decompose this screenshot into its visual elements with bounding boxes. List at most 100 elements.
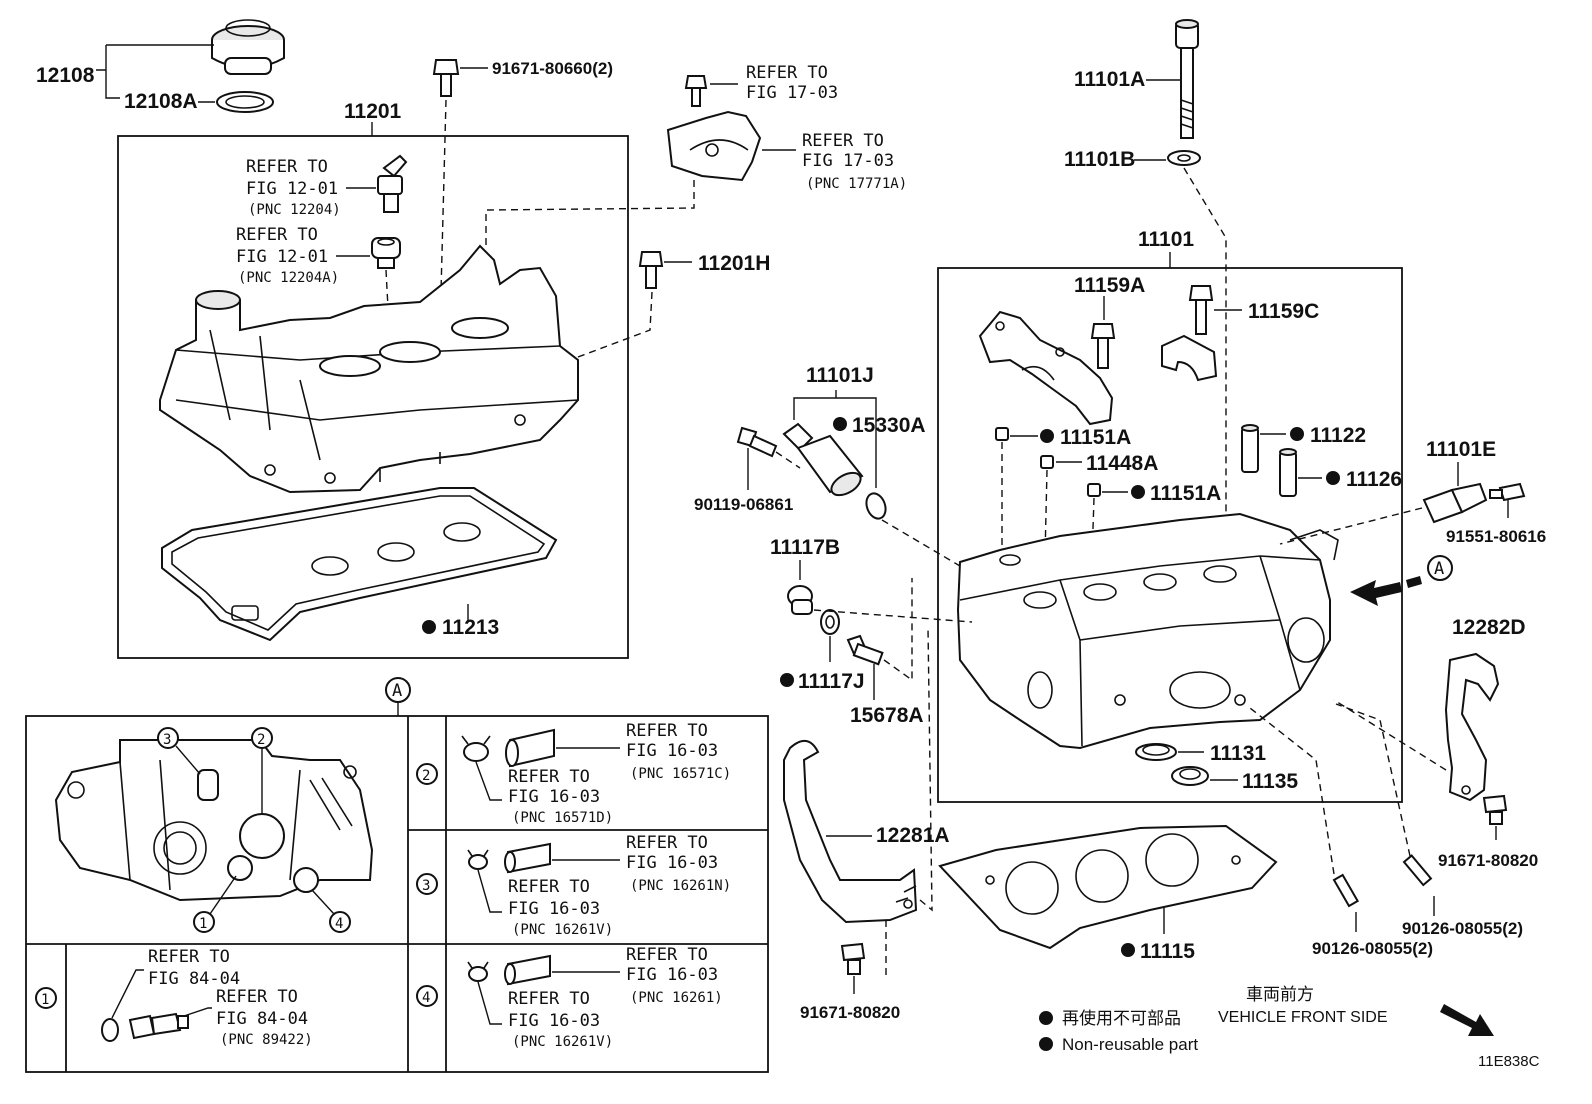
row2-fig2: FIG 16-03 (508, 787, 600, 807)
label-91671-80820-bottom: 91671-80820 (800, 1003, 900, 1022)
plug-11117B (787, 585, 813, 615)
washer-11101B (1167, 150, 1201, 166)
row4-pnc2: (PNC 16261V) (512, 1034, 613, 1050)
bolt-91671-80660 (432, 59, 460, 97)
legend-jp: 再使用不可部品 (1062, 1008, 1181, 1028)
view-marker-label: A (1434, 559, 1444, 579)
pin-11448A (1040, 455, 1054, 469)
row1-num-circle (35, 987, 57, 1009)
bolt-11201H (638, 251, 664, 289)
row3-fig1: FIG 16-03 (626, 853, 718, 873)
bolt-91671-80820-bottom (840, 942, 866, 975)
label-12108: 12108 (36, 64, 95, 87)
valve-guide-11126 (1279, 448, 1297, 497)
figure-code: 11E838C (1478, 1053, 1540, 1070)
front-side-en: VEHICLE FRONT SIDE (1218, 1009, 1388, 1026)
pcv-valve-12204 (377, 154, 408, 213)
row1-fig2: FIG 84-04 (216, 1009, 308, 1029)
label-11151A-upper: 11151A (1060, 426, 1131, 449)
oil-filler-gasket-12108A (216, 91, 274, 113)
label-91671-80820-right: 91671-80820 (1438, 851, 1538, 870)
non-reusable-mark-11117J (780, 673, 794, 687)
label-91671-80660: 91671-80660(2) (492, 59, 613, 78)
label-11101: 11101 (1138, 228, 1194, 251)
label-90119-06861: 90119-06861 (694, 495, 793, 514)
cam-bearing-cap-left (978, 310, 1114, 426)
label-11131: 11131 (1210, 742, 1266, 765)
row3-pnc1: (PNC 16261N) (630, 878, 731, 894)
bolt-91671-80820-right (1482, 794, 1508, 825)
plug-11151A-lower (1087, 483, 1101, 497)
non-reusable-mark-11115 (1121, 943, 1135, 957)
row3-fig2: FIG 16-03 (508, 899, 600, 919)
label-91551-80616: 91551-80616 (1446, 527, 1546, 546)
ref-17-03-b-pnc: (PNC 17771A) (806, 176, 907, 192)
callout-3: 3 (163, 732, 171, 748)
union-bolt-15678A (846, 634, 884, 666)
front-arrow-icon (1440, 1004, 1494, 1036)
label-11117J: 11117J (798, 670, 865, 693)
label-11159C: 11159C (1248, 300, 1319, 323)
label-11101A: 11101A (1074, 68, 1145, 91)
non-reusable-mark-11213 (422, 620, 436, 634)
seal-11131 (1135, 743, 1177, 761)
group-box-11201 (117, 135, 629, 659)
engine-hanger-12281A (783, 740, 918, 924)
stud-90126-b (1332, 873, 1360, 908)
row1-num: 1 (41, 992, 49, 1008)
row3-pnc2: (PNC 16261V) (512, 922, 613, 938)
label-12108A: 12108A (124, 90, 198, 113)
row1-ref2: REFER TO (216, 987, 298, 1007)
row4-fig1: FIG 16-03 (626, 965, 718, 985)
head-cover-gasket-11213 (161, 487, 558, 642)
legend-dot-jp (1039, 1011, 1053, 1025)
row4-num-circle (416, 985, 438, 1007)
row4-fig2: FIG 16-03 (508, 1011, 600, 1031)
label-11201: 11201 (344, 100, 402, 123)
valve-guide-11122 (1241, 424, 1259, 473)
row4-ref2: REFER TO (508, 989, 590, 1009)
bolt-11159C (1188, 285, 1214, 335)
non-reusable-mark-11126 (1326, 471, 1340, 485)
non-reusable-mark-15330A (833, 417, 847, 431)
label-11101E: 11101E (1426, 438, 1496, 461)
ref-17-03-a-line1: REFER TO (746, 63, 828, 83)
row3-num: 3 (422, 878, 430, 894)
label-12282D: 12282D (1452, 616, 1526, 639)
label-15330A: 15330A (852, 414, 926, 437)
label-11101J: 11101J (806, 364, 874, 387)
row1-fig1: FIG 84-04 (148, 969, 240, 989)
grommet-12204A (371, 237, 401, 269)
row2-num: 2 (422, 768, 430, 784)
row4-pnc1: (PNC 16261) (630, 990, 723, 1006)
gasket-ring-84-04 (101, 1018, 119, 1042)
engine-hanger-12282D (1444, 652, 1500, 802)
non-reusable-mark-11151A-upper (1040, 429, 1054, 443)
callout-4: 4 (335, 916, 343, 932)
cylinder-head-cover (159, 244, 579, 494)
oil-control-valve-11101J (782, 422, 864, 497)
non-reusable-mark-11122 (1290, 427, 1304, 441)
hose-16261 (504, 954, 551, 986)
callout-1: 1 (199, 916, 207, 932)
ref-12-01-b-pnc: (PNC 12204A) (238, 270, 339, 286)
label-11213: 11213 (442, 616, 499, 639)
detail-callouts: 3 2 1 4 (157, 727, 351, 933)
hose-clip-16261V (467, 849, 489, 870)
detail-marker-label: A (392, 681, 402, 701)
o-ring-15330A (865, 492, 887, 520)
bolt-91551-80616 (1489, 482, 1526, 502)
row4-ref1: REFER TO (626, 945, 708, 965)
ref-12-01-a-line1: REFER TO (246, 157, 328, 177)
seal-11135 (1171, 766, 1209, 786)
ref-12-01-a-line2: FIG 12-01 (246, 179, 338, 199)
front-side-jp: 車両前方 (1246, 985, 1314, 1004)
oil-filler-cap-12108 (211, 19, 285, 75)
legend-en: Non-reusable part (1062, 1035, 1198, 1054)
head-bolt-11101A (1175, 19, 1199, 139)
row2-num-circle (416, 763, 438, 785)
view-a-head-side (54, 739, 374, 902)
plug-11151A-upper (995, 427, 1009, 441)
